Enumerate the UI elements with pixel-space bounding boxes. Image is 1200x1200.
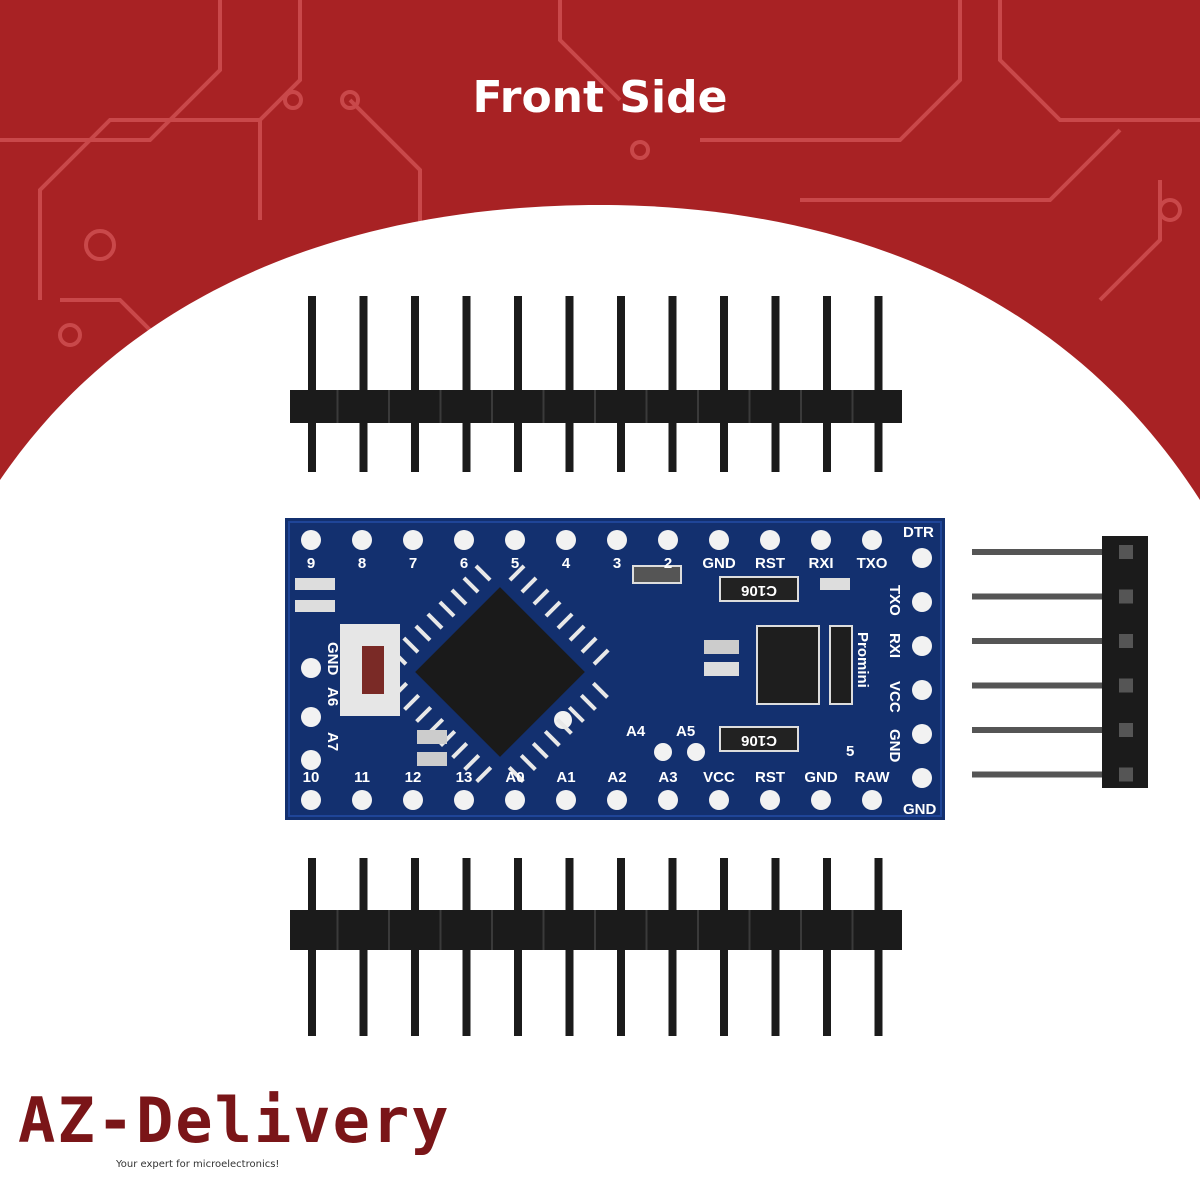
capacitor-label: C106 [741,582,777,599]
pin-label: 6 [460,555,468,572]
header-pin [972,593,1107,600]
header-pin [617,296,625,472]
pin-hole [403,530,423,550]
header-pin [565,296,574,472]
header-pin [720,296,728,472]
pin-label: 10 [303,769,320,786]
pin-hole [658,790,678,810]
pin-hole [454,530,474,550]
pin-hole [811,530,831,550]
header-pin [411,296,419,472]
pin-label: RST [755,769,785,786]
pin-label: RAW [855,769,891,786]
pin-label: RXI [808,555,833,572]
pin-label: 12 [405,769,422,786]
header-pin [972,682,1107,689]
pin-hole [454,790,474,810]
pin-label: 8 [358,555,366,572]
pin-label: 4 [562,555,571,572]
pin-label: GND [324,642,341,676]
pin-hole [760,530,780,550]
pin-hole [403,790,423,810]
header-plastic [1102,536,1148,788]
pin-label: 7 [409,555,417,572]
pin-hole [709,790,729,810]
pin-label: GND [886,729,903,763]
microcontroller-chip [415,587,585,757]
header-pin [514,296,522,472]
pin-label: A6 [324,687,341,706]
capacitor-label: C106 [741,732,777,749]
pin-label: VCC [703,769,735,786]
pin-label: 11 [354,769,370,786]
header-pin [972,549,1107,555]
header-pin [308,296,316,472]
pin-label: GND [804,769,838,786]
pin-hole [709,530,729,550]
pin-label: TXO [857,555,888,572]
top-pin-header [290,296,902,472]
capacitor-1 [719,576,799,602]
pin-hole [352,790,372,810]
label-gnd-corner: GND [903,801,937,818]
pin-label: 9 [307,555,315,572]
pin-label: VCC [886,681,903,713]
pin-label: A7 [324,732,341,751]
pin-hole [811,790,831,810]
pin-hole [301,530,321,550]
pin-label: 3 [613,555,621,572]
pin-hole [760,790,780,810]
pin-label: 13 [456,769,473,786]
pin-label: 2 [664,555,672,572]
pin-hole [352,530,372,550]
brand-name: AZ-Delivery [18,1084,451,1157]
header-pin [668,296,677,472]
header-pin [359,296,368,472]
misc-label: 5 [846,743,854,760]
pin-hole [862,790,882,810]
pin-label: TXO [886,585,903,616]
pin-label: A1 [556,769,575,786]
capacitor-2 [719,726,799,752]
brand-tagline: Your expert for microelectronics! [116,1159,280,1170]
pin-hole [862,530,882,550]
pin-hole [556,790,576,810]
pin-label: A0 [505,769,524,786]
pin-hole [607,790,627,810]
pin-label: A3 [658,769,677,786]
pin-label: A2 [607,769,626,786]
pin-hole [505,530,525,550]
side-pin-header [972,536,1148,788]
board-name: Promini [854,632,871,688]
voltage-regulator [756,625,820,705]
pin-hole [607,530,627,550]
bottom-pin-header [290,858,902,1036]
pin-label: GND [702,555,736,572]
label-a4: A4 [626,723,646,740]
pin-hole [505,790,525,810]
label-a5: A5 [676,723,695,740]
header-pin [972,638,1107,644]
header-pin [462,296,471,472]
brand-logo: AZ-Delivery Your expert for microelectro… [18,1086,451,1171]
pin-label: RXI [886,633,903,658]
header-pin [823,296,831,472]
header-pin [972,727,1107,733]
header-pin [972,771,1107,778]
pin-label: RST [755,555,785,572]
pin-label: 5 [511,555,519,572]
pin-hole [556,530,576,550]
page-title: Front Side [472,72,728,123]
pin-hole [301,790,321,810]
header-pin [771,296,780,472]
label-dtr: DTR [903,524,934,541]
crystal [632,565,682,584]
circuit-traces [0,0,1200,362]
header-pin [874,296,883,472]
pin-hole [658,530,678,550]
